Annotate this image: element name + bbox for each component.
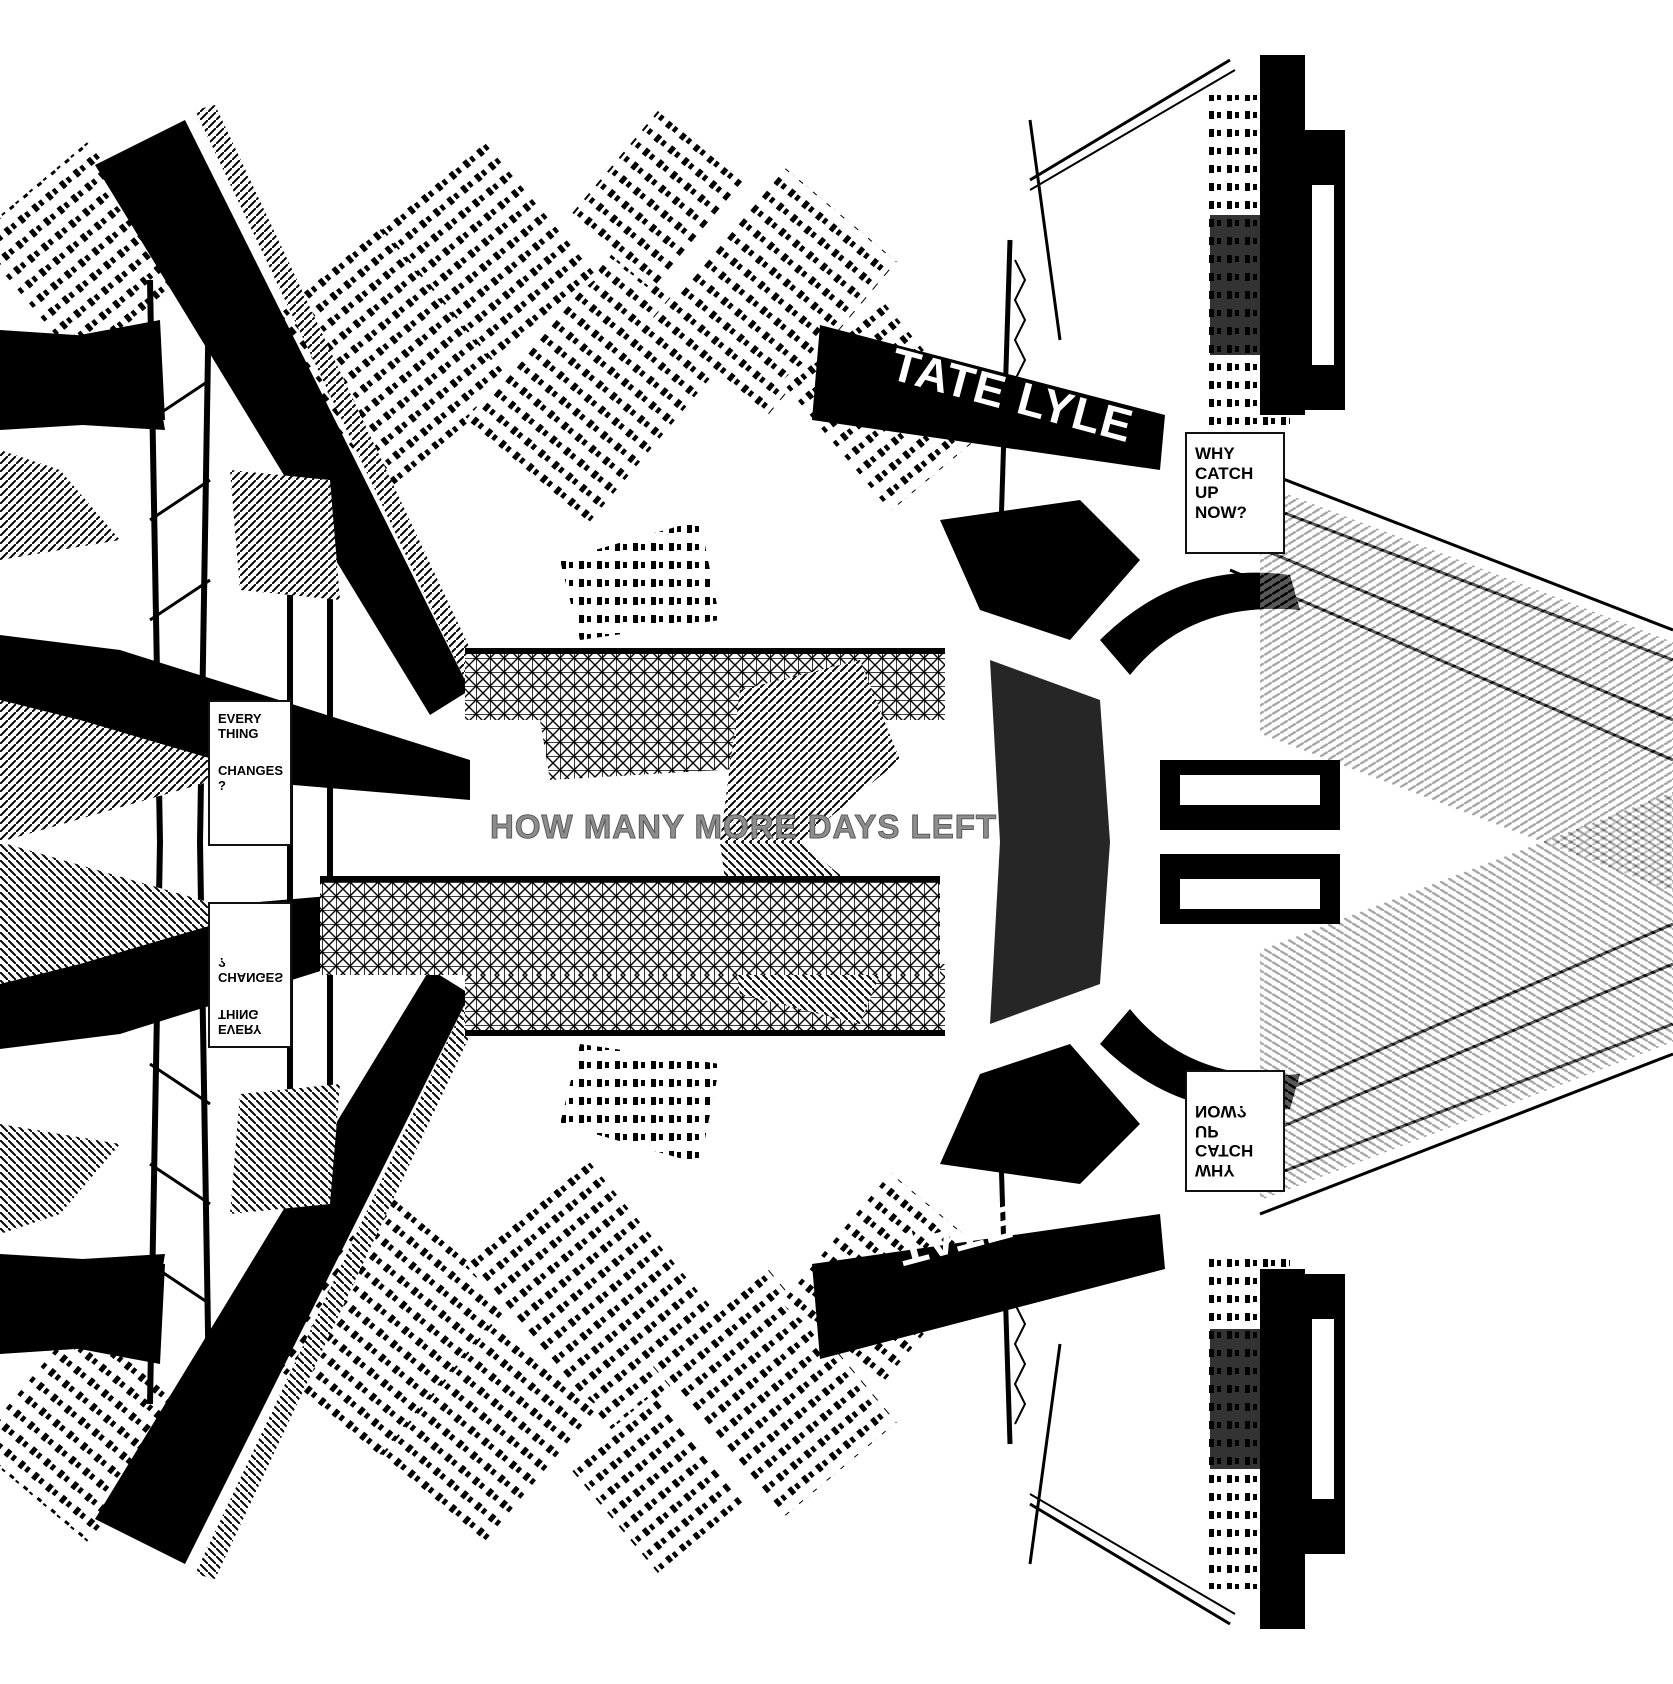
headline-text: HOW MANY MORE DAYS LEFT <box>489 808 998 846</box>
sign-line: ? <box>218 955 226 971</box>
sign-line: NOW? <box>1195 502 1247 522</box>
sign-line: THING <box>218 1007 259 1023</box>
sign-line: CHANGES <box>218 970 284 986</box>
sign-line: WHY <box>1195 444 1235 463</box>
sign-line: EVERY <box>218 1022 262 1037</box>
sign-line: UP <box>1195 1121 1219 1141</box>
sign-line: WHY <box>1195 1161 1235 1180</box>
sign-every-thing-changes: EVERY THING CHANGES ? <box>208 700 292 846</box>
sign-every-thing-changes-mirror: EVERY THING CHANGES ? <box>208 902 292 1048</box>
sign-line: CHANGES <box>218 762 284 778</box>
sign-why-catch-up-now: WHY CATCH UP NOW? <box>1185 432 1285 554</box>
sign-line: CATCH <box>1195 463 1254 483</box>
sign-line: CATCH <box>1195 1141 1254 1161</box>
sign-why-catch-up-now-mirror: WHY CATCH UP NOW? <box>1185 1070 1285 1192</box>
sign-line: NOW? <box>1195 1102 1247 1122</box>
sign-line: ? <box>218 777 226 793</box>
sign-line: EVERY <box>218 711 262 726</box>
sign-line: UP <box>1195 483 1219 503</box>
sign-line: THING <box>218 725 259 741</box>
